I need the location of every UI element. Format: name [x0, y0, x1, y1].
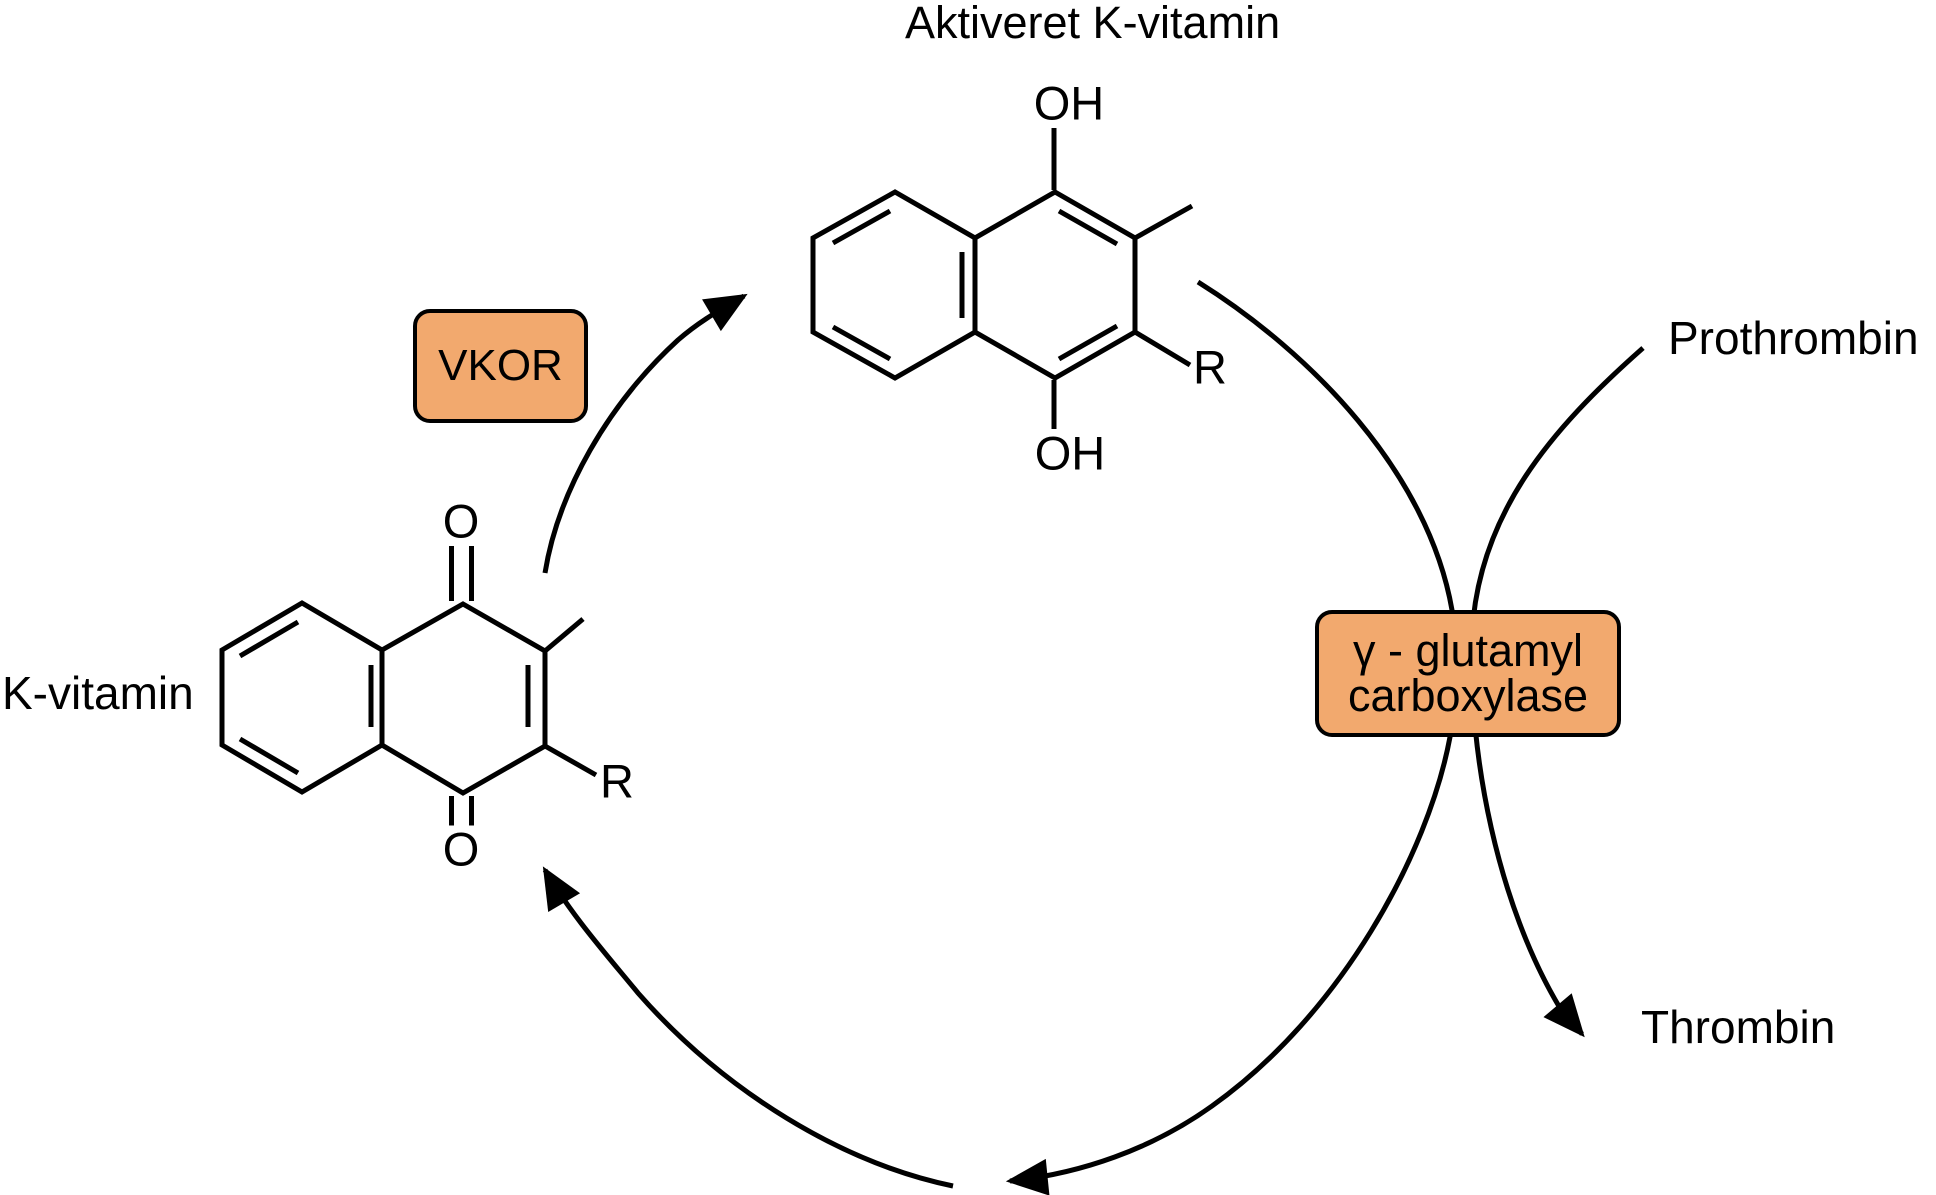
k-vitamin-benzene-ring	[219, 600, 385, 795]
prothrombin-label: Prothrombin	[1668, 312, 1919, 364]
k-vitamin-double-bond	[238, 619, 300, 659]
activated-r-bond	[1133, 329, 1192, 368]
k-vitamin-r-bond	[543, 743, 598, 778]
diagram-title: Aktiveret K-vitamin	[905, 0, 1281, 48]
carboxylase-label-line1: γ - glutamyl	[1352, 625, 1584, 677]
k-vitamin-r-group-label: R	[600, 754, 634, 808]
thrombin-label: Thrombin	[1641, 1001, 1836, 1053]
carboxylation-arrow	[1005, 279, 1460, 1195]
activated-methyl-bond	[1133, 203, 1194, 241]
k-vitamin-structure	[219, 546, 598, 828]
k-vitamin-label: K-vitamin	[2, 667, 194, 719]
vkor-reduction-arrow	[542, 293, 748, 574]
activated-double-bond	[1057, 208, 1119, 247]
activated-double-bond	[831, 324, 892, 362]
k-vitamin-oxygen-top-label: O	[442, 494, 480, 548]
vkor-enzyme-box: VKOR	[413, 309, 588, 423]
activated-oh-bottom-label: OH	[1034, 426, 1106, 480]
k-vitamin-double-bond	[238, 736, 300, 776]
carboxylase-label-line2: carboxylase	[1347, 669, 1589, 721]
activated-double-bond	[831, 208, 892, 246]
activated-k-vitamin-structure	[810, 128, 1194, 429]
activated-double-bond	[1057, 323, 1119, 362]
activated-benzene-ring	[810, 189, 978, 381]
k-vitamin-oxygen-bottom-label: O	[442, 822, 480, 876]
activated-quinol-ring	[972, 189, 1138, 381]
k-vitamin-quinone-ring	[379, 601, 548, 796]
activated-r-group-label: R	[1193, 340, 1227, 394]
recycling-arrow	[542, 866, 954, 1189]
vkor-enzyme-label: VKOR	[438, 341, 563, 390]
gamma-glutamyl-carboxylase-enzyme-box: γ - glutamyl carboxylase	[1315, 610, 1621, 737]
activated-oh-top-label: OH	[1033, 76, 1105, 130]
k-vitamin-methyl-bond	[543, 617, 585, 653]
